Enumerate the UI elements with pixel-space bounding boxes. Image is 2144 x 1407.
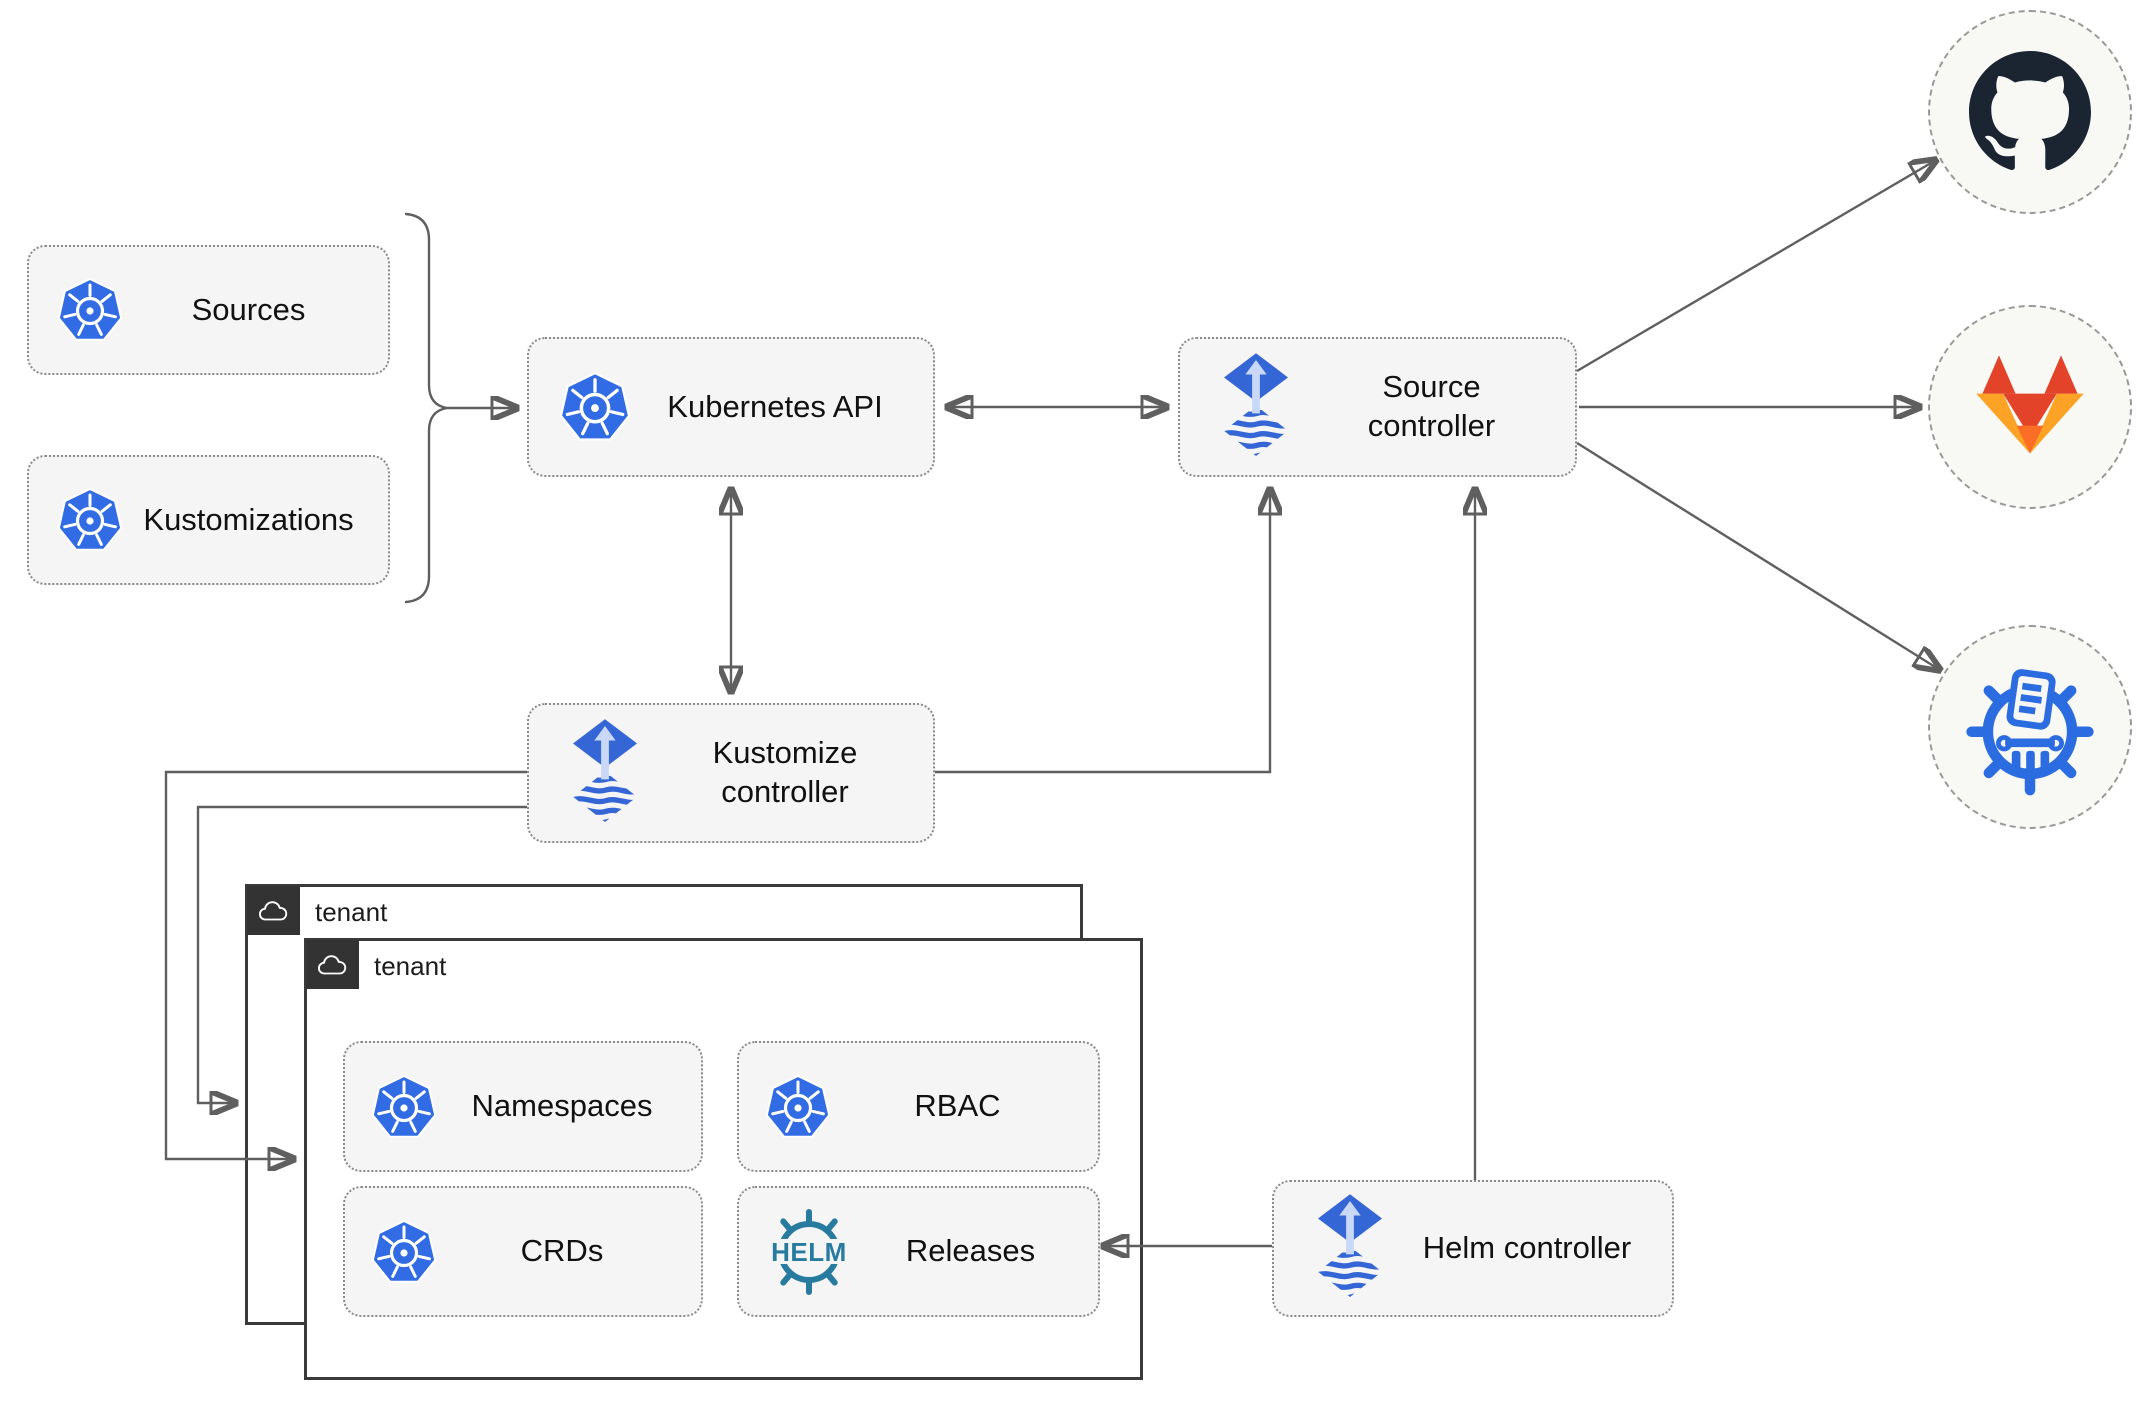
helm-icon: HELM xyxy=(739,1204,857,1300)
node-label: Kubernetes API xyxy=(667,388,883,424)
namespaces-node: Namespaces xyxy=(343,1041,703,1172)
kustomize-controller-node: Kustomize controller xyxy=(527,703,935,843)
edge-kustomize-to-source xyxy=(935,489,1270,774)
source-controller-node: Source controller xyxy=(1178,337,1577,477)
github-endpoint xyxy=(1928,10,2132,214)
kubernetes-icon xyxy=(739,1074,831,1140)
node-label: Releases xyxy=(905,1233,1036,1269)
edge-source-to-github xyxy=(1576,160,1936,373)
node-label: CRDs xyxy=(520,1233,604,1269)
kubernetes-icon xyxy=(529,371,631,443)
node-label: RBAC xyxy=(914,1088,1001,1124)
kubernetes-icon xyxy=(29,277,123,343)
flux-icon xyxy=(529,719,637,828)
crds-node: CRDs xyxy=(343,1186,703,1317)
node-label: Sources xyxy=(191,291,306,327)
rbac-node: RBAC xyxy=(737,1041,1100,1172)
flux-icon xyxy=(1274,1194,1382,1303)
releases-node: HELM Releases xyxy=(737,1186,1100,1317)
tenant-tab xyxy=(247,886,300,935)
tenant-label: tenant xyxy=(374,951,447,981)
tenant-box-front: tenant Namespaces RBAC CRDs xyxy=(304,938,1143,1380)
sources-node: Sources xyxy=(27,245,390,375)
cloud-icon xyxy=(316,952,350,978)
chartmuseum-icon xyxy=(1963,657,2097,797)
edge-source-to-chartmuseum xyxy=(1576,441,1940,670)
helm-controller-node: Helm controller xyxy=(1272,1180,1674,1317)
node-label: Kustomize controller xyxy=(712,735,858,809)
chartmuseum-endpoint xyxy=(1928,625,2132,829)
node-label: Kustomizations xyxy=(143,501,354,537)
tenant-tab xyxy=(306,940,359,989)
kustomizations-node: Kustomizations xyxy=(27,455,390,585)
node-label: Source controller xyxy=(1367,369,1496,443)
tenant-label: tenant xyxy=(315,897,388,927)
github-icon xyxy=(1969,51,2091,173)
brace-connector xyxy=(404,212,448,604)
node-label: Helm controller xyxy=(1422,1230,1632,1266)
gitlab-endpoint xyxy=(1928,305,2132,509)
node-label: Namespaces xyxy=(471,1088,653,1124)
kubernetes-api-node: Kubernetes API xyxy=(527,337,935,477)
cloud-icon xyxy=(257,898,291,924)
flux-icon xyxy=(1180,353,1288,462)
gitlab-icon xyxy=(1968,350,2092,464)
kubernetes-icon xyxy=(29,487,123,553)
kubernetes-icon xyxy=(345,1219,437,1285)
kubernetes-icon xyxy=(345,1074,437,1140)
helm-logo-text: HELM xyxy=(771,1237,847,1267)
